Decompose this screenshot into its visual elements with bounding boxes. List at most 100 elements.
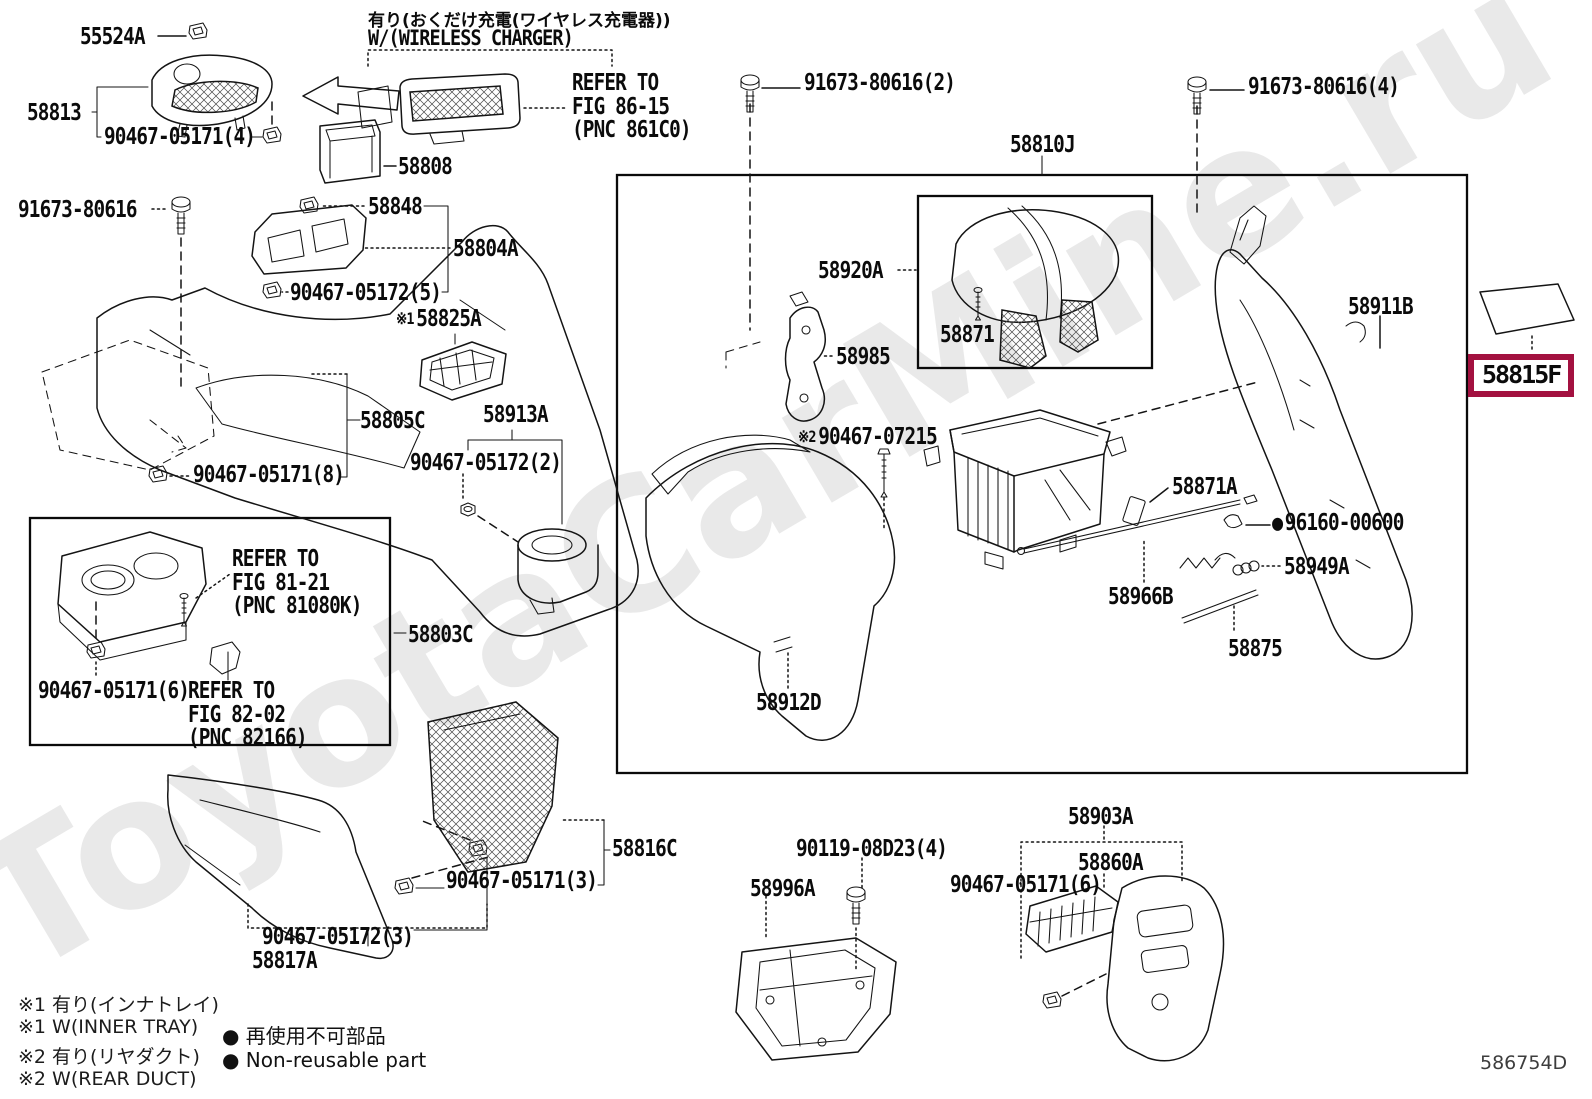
- legend-note-4: ※2 W(REAR DUCT): [18, 1068, 197, 1090]
- part-label-90467051714[interactable]: 90467-05171(4): [104, 124, 256, 150]
- part-number-text: 90467-05171(4): [104, 124, 256, 150]
- part-label-90467051713[interactable]: 90467-05171(3): [446, 868, 598, 894]
- part-label-90467051716[interactable]: 90467-05171(6): [38, 678, 190, 704]
- part-label-58810J[interactable]: 58810J: [1010, 132, 1076, 158]
- part-label-90467051723[interactable]: 90467-05172(3): [262, 924, 414, 950]
- part-58903A-rear-panel: [1042, 875, 1225, 1062]
- part-number-text: 58803C: [408, 622, 474, 648]
- part-label-58996A[interactable]: 58996A: [750, 876, 816, 902]
- part-label-58903A[interactable]: 58903A: [1068, 804, 1134, 830]
- part-number-text: 58810J: [1010, 132, 1076, 158]
- part-label-9616000600[interactable]: ●96160-00600: [1272, 510, 1404, 536]
- part-label-90467051722[interactable]: 90467-05172(2): [410, 450, 562, 476]
- part-label-90467051716[interactable]: 90467-05171(6): [950, 872, 1102, 898]
- part-label-9167380616[interactable]: 91673-80616: [18, 197, 138, 223]
- part-58911B-panel: [1214, 205, 1413, 660]
- part-58860A-vent: [1025, 885, 1119, 953]
- part-pin-96160: [1223, 514, 1271, 529]
- part-number-text: 90467-07215: [818, 424, 938, 450]
- part-label-58875[interactable]: 58875: [1228, 636, 1283, 662]
- part-number-text: 58805C: [360, 408, 426, 434]
- bolt-top-4: [1187, 76, 1245, 219]
- part-number-text: 58903A: [1068, 804, 1134, 830]
- cupholder-box: [28, 516, 392, 747]
- part-number-text: 58804A: [453, 236, 519, 262]
- part-label-58913A[interactable]: 58913A: [483, 402, 549, 428]
- part-label-91673806164[interactable]: 91673-80616(4): [1248, 74, 1400, 100]
- bolt-top-2: [740, 74, 801, 331]
- part-number-text: 58911B: [1348, 294, 1414, 320]
- non-reusable-note-jp: ● 再使用不可部品: [222, 1024, 386, 1048]
- part-58848-frame: [251, 196, 451, 299]
- part-number-text: 58813: [27, 100, 82, 126]
- part-90119-bolt: [846, 857, 866, 973]
- refer-fig-86-15-line-2: FIG 86-15: [572, 93, 670, 120]
- refer-fig-86-15-line-1: REFER TO: [572, 70, 659, 96]
- part-number-text: 58815F: [1482, 360, 1562, 389]
- direction-arrow: [302, 76, 400, 115]
- part-label-55524A[interactable]: 55524A: [80, 24, 146, 50]
- part-58912D-panel: [645, 434, 896, 741]
- part-58949A-spring: [1179, 552, 1281, 576]
- part-label-58805C[interactable]: 58805C: [360, 408, 426, 434]
- part-label-58808[interactable]: 58808: [398, 154, 453, 180]
- part-label-58911B[interactable]: 58911B: [1348, 294, 1414, 320]
- part-number-text: 58825A: [416, 306, 482, 332]
- refer-fig-81-21-line-1: REFER TO: [232, 546, 319, 572]
- part-number-text: 90467-05172(3): [262, 924, 414, 950]
- legend-note-2: ※1 W(INNER TRAY): [18, 1016, 199, 1038]
- reference-mark: ※1: [396, 309, 415, 328]
- part-number-text: 90467-05171(6): [950, 872, 1102, 898]
- part-label-58803C[interactable]: 58803C: [408, 622, 474, 648]
- part-label-58848[interactable]: 58848: [368, 194, 423, 220]
- part-number-text: 58871A: [1172, 474, 1238, 500]
- legend-note-1: ※1 有り(インナトレイ): [18, 994, 219, 1016]
- refer-fig-81-21-line-3: (PNC 81080K): [232, 593, 362, 619]
- part-number-text: 91673-80616(2): [804, 70, 956, 96]
- part-number-text: 90467-05171(6): [38, 678, 190, 704]
- refer-fig-82-02-line-3: (PNC 82166): [188, 725, 308, 751]
- part-label-58949A[interactable]: 58949A: [1284, 554, 1350, 580]
- non-reusable-note-en: ● Non-reusable part: [222, 1048, 427, 1072]
- part-label-9011908D234[interactable]: 90119-08D23(4): [796, 836, 948, 862]
- part-number-text: 55524A: [80, 24, 146, 50]
- part-number-text: 58871: [940, 322, 995, 348]
- part-label-58966B[interactable]: 58966B: [1108, 584, 1174, 610]
- figure-code: 586754D: [1480, 1052, 1568, 1074]
- part-number-text: 90467-05171(8): [193, 462, 345, 488]
- part-label-58985[interactable]: 58985: [836, 344, 891, 370]
- part-label-58920A[interactable]: 58920A: [818, 258, 884, 284]
- part-58920A-armrest: [897, 205, 1120, 369]
- part-label-58815F-highlighted[interactable]: 58815F: [1468, 354, 1575, 397]
- part-58815F-sheet: [1479, 283, 1575, 353]
- part-label-90467051725[interactable]: 90467-05172(5): [290, 280, 442, 306]
- part-label-58871[interactable]: 58871: [940, 322, 995, 348]
- part-cupholder-assy: [57, 531, 407, 681]
- part-label-58817A[interactable]: 58817A: [252, 948, 318, 974]
- wireless-note-en: W/(WIRELESS CHARGER): [368, 26, 574, 50]
- part-label-91673806162[interactable]: 91673-80616(2): [804, 70, 956, 96]
- part-number-text: 58875: [1228, 636, 1283, 662]
- wireless-note-jp: 有り(おくだけ充電(ワイヤレス充電器)): [368, 11, 671, 31]
- part-label-58860A[interactable]: 58860A: [1078, 850, 1144, 876]
- part-label-58871A[interactable]: 58871A: [1172, 474, 1238, 500]
- part-58985-bracket: [725, 291, 833, 422]
- part-number-text: 58966B: [1108, 584, 1174, 610]
- part-label-58816C[interactable]: 58816C: [612, 836, 678, 862]
- part-number-text: 91673-80616: [18, 197, 138, 223]
- part-label-58912D[interactable]: 58912D: [756, 690, 822, 716]
- refer-fig-82-02-line-1: REFER TO: [188, 678, 275, 704]
- part-label-58804A[interactable]: 58804A: [453, 236, 519, 262]
- part-number-text: 91673-80616(4): [1248, 74, 1400, 100]
- part-58805C-panel: [41, 224, 639, 637]
- part-number-text: 58816C: [612, 836, 678, 862]
- part-number-text: 58913A: [483, 402, 549, 428]
- part-label-58813[interactable]: 58813: [27, 100, 82, 126]
- part-label-90467051718[interactable]: 90467-05171(8): [193, 462, 345, 488]
